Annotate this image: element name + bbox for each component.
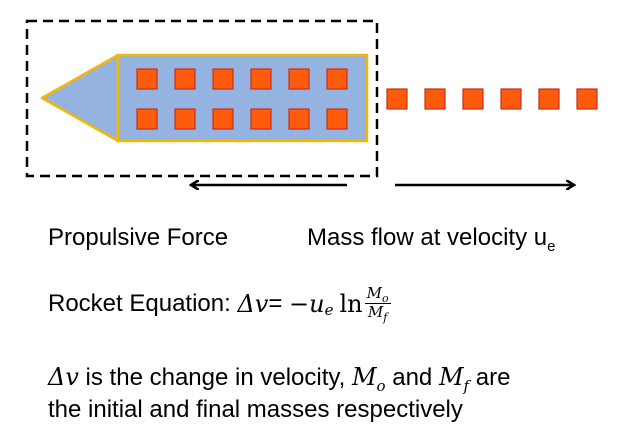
exhaust-mass-square	[462, 88, 484, 110]
onboard-mass-square	[326, 68, 348, 90]
propulsive-force-text: Propulsive Force	[48, 224, 229, 251]
rocket-body	[116, 53, 369, 143]
equation-u-subscript: e	[324, 300, 334, 319]
description-mf: M	[438, 363, 464, 391]
onboard-mass-square	[136, 68, 158, 90]
exhaust-mass-square	[386, 88, 408, 110]
description-line-2: the initial and final masses respectivel…	[48, 396, 463, 424]
exhaust-mass-flow	[386, 88, 598, 110]
onboard-mass-square	[136, 108, 158, 130]
onboard-mass-square	[212, 68, 234, 90]
exhaust-mass-square	[500, 88, 522, 110]
description-are: are	[469, 364, 511, 391]
exhaust-mass-square	[424, 88, 446, 110]
equation-equals: =	[268, 289, 290, 317]
description-delta-v: Δv	[48, 363, 79, 391]
equation-ln: ln	[339, 289, 363, 318]
onboard-propellant-masses	[136, 68, 348, 130]
mass-flow-subscript: e	[547, 238, 556, 255]
description-m0: M	[351, 363, 377, 391]
mass-flow-text: Mass flow at velocity u	[307, 224, 548, 251]
onboard-mass-square	[326, 108, 348, 130]
onboard-mass-square	[288, 108, 310, 130]
exhaust-mass-square	[538, 88, 560, 110]
exhaust-mass-square	[576, 88, 598, 110]
equation-numerator: Mo	[364, 284, 391, 305]
onboard-mass-square	[250, 108, 272, 130]
onboard-mass-square	[174, 108, 196, 130]
description-and: and	[385, 364, 439, 391]
description-m0-subscript: o	[376, 377, 386, 395]
rocket-equation-prefix: Rocket Equation:	[48, 289, 238, 317]
onboard-mass-square	[250, 68, 272, 90]
onboard-mass-square	[174, 68, 196, 90]
equation-delta-v: Δv	[237, 289, 269, 318]
control-volume-boundary	[25, 19, 379, 178]
rocket-nose-cone	[40, 53, 120, 143]
description-text-2: the initial and final masses respectivel…	[48, 396, 463, 423]
propulsive-force-label: Propulsive Force	[48, 224, 228, 252]
equation-mass-ratio: Mo Mf	[364, 284, 391, 325]
onboard-mass-square	[212, 108, 234, 130]
description-text-1: is the change in velocity,	[78, 364, 352, 391]
description-mf-subscript: f	[463, 377, 470, 395]
mass-flow-label: Mass flow at velocity ue	[307, 224, 555, 255]
equation-u: u	[309, 289, 325, 318]
onboard-mass-square	[288, 68, 310, 90]
equation-minus: −	[289, 289, 310, 318]
equation-denominator: Mf	[367, 303, 388, 325]
description-line-1: Δv is the change in velocity, Mo and Mf …	[48, 363, 511, 395]
